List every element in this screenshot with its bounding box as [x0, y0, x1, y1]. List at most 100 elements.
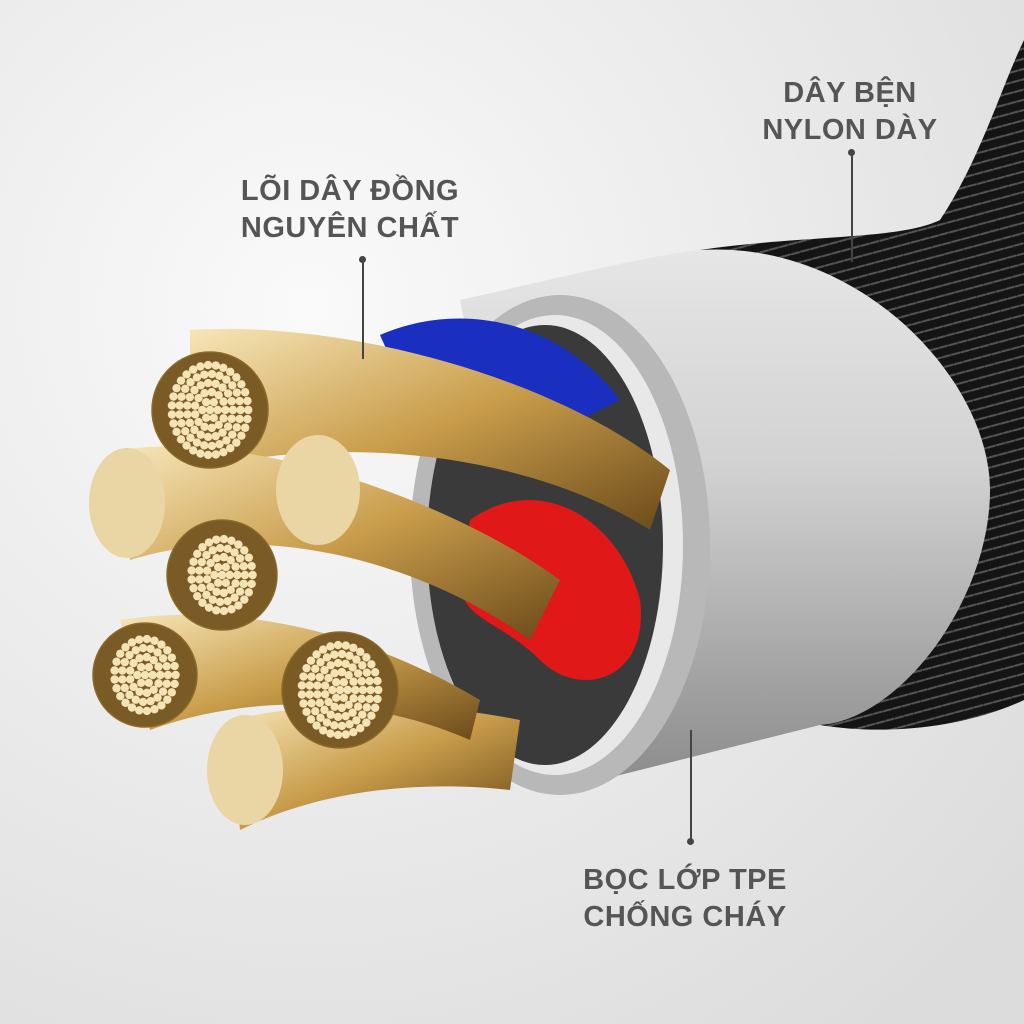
- copper-strand: [341, 730, 350, 739]
- copper-strand: [367, 711, 376, 720]
- copper-strand: [127, 703, 137, 712]
- copper-strand: [187, 566, 196, 575]
- copper-strand: [193, 549, 202, 559]
- copper-strand: [348, 663, 357, 672]
- copper-strand: [221, 563, 231, 572]
- copper-strand: [322, 718, 332, 727]
- copper-strand: [305, 690, 314, 699]
- copper-strand: [234, 601, 243, 610]
- copper-strand: [244, 553, 254, 562]
- copper-strand: [207, 387, 217, 397]
- copper-strand: [227, 397, 236, 406]
- copper-strand: [232, 438, 241, 447]
- copper-strand: [204, 603, 214, 612]
- copper-strand: [196, 362, 205, 371]
- copper-strand: [239, 562, 248, 571]
- wire-end: [276, 435, 360, 545]
- copper-strand: [305, 681, 314, 690]
- copper-strand: [135, 687, 144, 697]
- copper-strand: [169, 392, 178, 401]
- copper-strand: [192, 438, 202, 447]
- copper-strand: [175, 410, 184, 419]
- copper-strand: [341, 641, 350, 650]
- copper-strand: [297, 690, 307, 699]
- copper-strand: [131, 646, 140, 655]
- copper-strand-bundle: [190, 328, 670, 530]
- copper-strand: [194, 393, 203, 403]
- copper-strand: [215, 543, 225, 553]
- copper-strand: [189, 584, 198, 593]
- copper-strand: [144, 663, 154, 672]
- copper-strand: [370, 703, 380, 712]
- copper-strand: [311, 706, 320, 716]
- copper-strand: [306, 715, 316, 724]
- copper-strand: [218, 383, 227, 392]
- copper-strand: [351, 685, 360, 695]
- copper-strand: [219, 606, 229, 616]
- copper-strand: [353, 669, 363, 678]
- copper-strand: [331, 678, 341, 687]
- copper-strand: [170, 679, 179, 689]
- copper-strand: [240, 570, 250, 580]
- copper-strand: [244, 588, 254, 597]
- wire-end: [89, 448, 165, 558]
- copper-strand: [142, 688, 152, 698]
- copper-strand: [320, 705, 329, 715]
- copper-strand: [240, 388, 250, 397]
- copper-strand: [318, 645, 328, 654]
- copper-strand: [149, 685, 158, 695]
- copper-strand: [228, 381, 237, 390]
- copper-strand: [194, 417, 203, 427]
- copper-strand: [221, 578, 231, 587]
- copper-strand: [232, 423, 242, 432]
- copper-strand: [349, 694, 358, 703]
- copper-strand: [227, 414, 236, 423]
- copper-strand: [121, 643, 130, 652]
- copper-strand: [353, 702, 363, 711]
- copper-strand: [142, 706, 152, 716]
- copper-strand: [157, 640, 166, 649]
- copper-strand: [226, 585, 235, 595]
- copper-strand: [138, 643, 148, 653]
- copper-strand: [235, 554, 245, 563]
- copper-strand: [226, 367, 235, 377]
- copper-strand: [211, 450, 220, 459]
- copper-strand: [373, 676, 382, 686]
- copper-strand: [198, 405, 207, 415]
- copper-strand: [163, 646, 172, 655]
- copper-strand: [324, 697, 333, 707]
- copper-strand: [236, 405, 245, 415]
- copper-strand: [170, 661, 179, 671]
- copper-strand: [221, 405, 230, 415]
- copper-strand: [357, 694, 366, 703]
- copper-strand: [219, 447, 228, 457]
- copper-strand: [244, 405, 253, 415]
- copper-strand: [140, 670, 150, 680]
- copper-strand: [211, 431, 220, 441]
- copper-strand: [189, 557, 198, 566]
- copper-strand: [223, 596, 232, 606]
- copper-strand: [162, 662, 171, 671]
- copper-strand: [162, 679, 171, 688]
- copper-strand: [209, 413, 219, 422]
- copper-strand: [231, 562, 240, 571]
- copper-strand: [248, 570, 257, 580]
- copper-strand: [171, 670, 180, 680]
- copper-strand: [169, 419, 178, 428]
- copper-strand: [116, 649, 125, 659]
- copper-strand: [223, 422, 233, 431]
- copper-strand: [207, 441, 217, 451]
- copper-strand: [349, 643, 358, 653]
- copper-strand: [219, 397, 228, 406]
- copper-strand: [129, 682, 138, 692]
- copper-strand: [302, 663, 311, 673]
- braid-leader-line: [851, 152, 853, 262]
- copper-strand: [142, 634, 152, 644]
- copper-strand: [215, 440, 224, 449]
- copper-strand: [219, 414, 228, 423]
- copper-strand: [240, 595, 249, 604]
- copper-strand: [366, 685, 375, 695]
- copper-strand: [344, 670, 353, 680]
- copper-strand: [133, 670, 142, 680]
- copper-strand: [223, 544, 232, 554]
